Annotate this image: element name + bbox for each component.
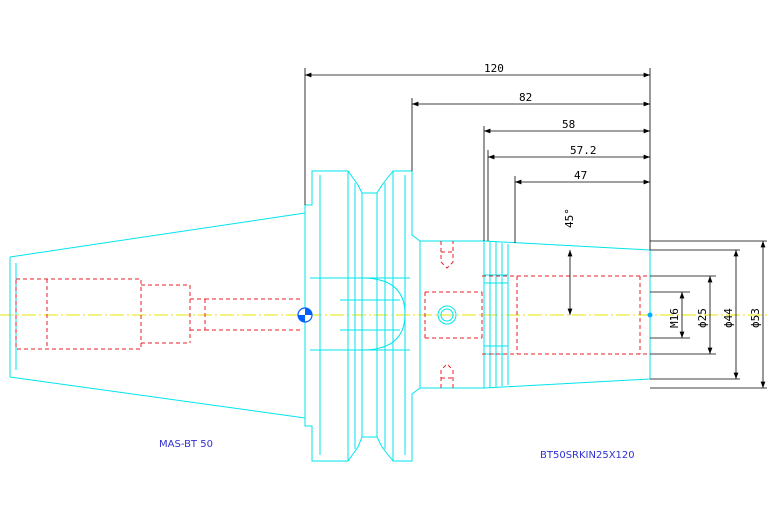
hidden-features [15,241,650,388]
dim-text-47: 47 [574,169,587,182]
dim-text-58: 58 [562,118,575,131]
dim-text-angle: 45° [563,208,576,228]
dim-text-53: ϕ53 [749,308,762,328]
dim-text-25: ϕ25 [696,308,709,328]
dim-text-120: 120 [484,62,504,75]
center-mark-icon [297,307,313,323]
coolant-port-circle [437,305,457,325]
extension-lines [304,68,767,389]
dim-text-44: ϕ44 [722,308,735,328]
vertical-dimensions [567,241,766,388]
flange-outline [304,170,413,462]
nose-outline [411,225,651,404]
coolant-port-inner [440,308,454,322]
end-point-marker [647,312,653,318]
dim-text-82: 82 [519,91,532,104]
label-holder-code: BT50SRKIN25X120 [540,450,635,461]
dim-text-57-2: 57.2 [570,144,597,157]
dim-text-m16: M16 [668,308,681,328]
label-mas-bt50: MAS-BT 50 [159,439,213,450]
horizontal-dimensions [305,72,650,185]
